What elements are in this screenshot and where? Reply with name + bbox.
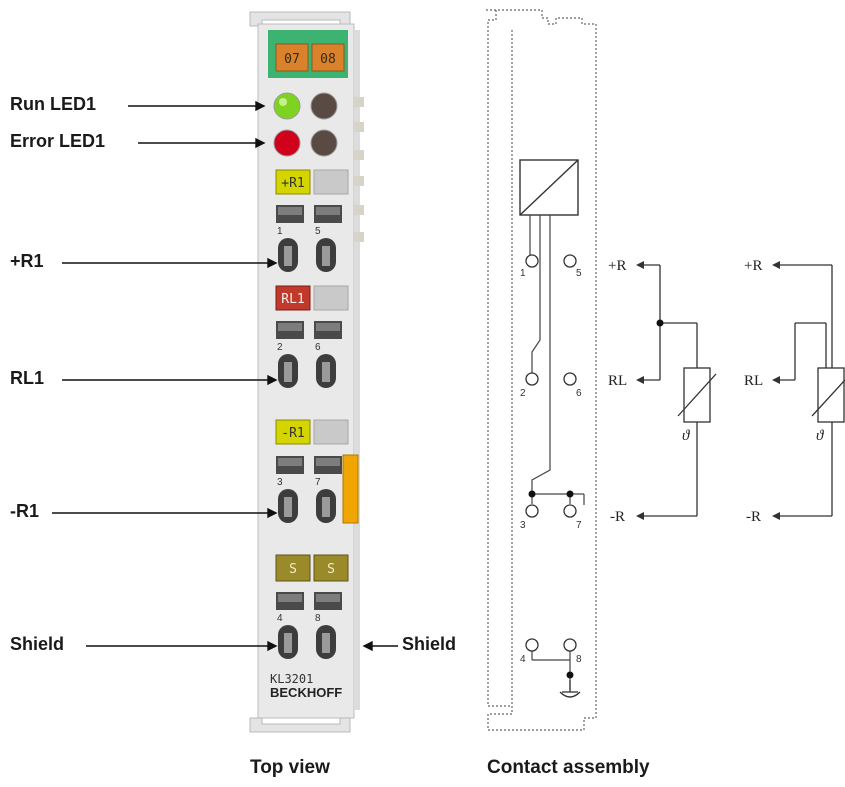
svg-text:3: 3 [277,477,283,488]
side-ribs [354,97,364,242]
svg-text:4: 4 [277,613,283,624]
svg-text:RL: RL [744,373,763,389]
assembly-outline [486,9,597,731]
channel-label-right: 08 [320,52,336,67]
led-dark-2 [310,129,338,157]
ground-icon [559,680,581,698]
contact-pins [525,254,577,652]
svg-text:RL1: RL1 [281,292,304,307]
svg-text:+R1: +R1 [281,176,304,191]
label-rl1: RL1 [10,368,45,388]
svg-text:3: 3 [520,520,526,531]
label-error-led: Error LED1 [10,131,106,151]
svg-text:8: 8 [315,613,321,624]
tag-plus-r1 [275,169,311,195]
svg-text:4: 4 [520,654,526,665]
svg-text:7: 7 [315,477,321,488]
svg-text:2: 2 [520,388,526,399]
label-plus-r1: +R1 [10,251,44,271]
svg-text:8: 8 [576,654,582,665]
svg-text:-R: -R [610,509,625,525]
svg-text:+R: +R [608,258,626,274]
label-run-led: Run LED1 [10,94,97,114]
svg-text:6: 6 [315,342,321,353]
svg-text:-R1: -R1 [281,426,304,441]
brand-logo: BECKHOFF [270,685,342,700]
led-dark-1 [310,92,338,120]
svg-text:-R: -R [746,509,761,525]
svg-text:+R: +R [744,258,762,274]
svg-text:6: 6 [576,388,582,399]
caption-top-view: Top view [250,757,330,778]
svg-text:1: 1 [277,226,283,237]
svg-text:5: 5 [315,226,321,237]
svg-text:1: 1 [520,268,526,279]
channel-label-left: 07 [284,52,300,67]
leader-lines [52,100,398,652]
side-latch [342,454,359,524]
model-label: KL3201 [270,672,313,686]
svg-text:S: S [327,562,335,577]
svg-text:ϑ: ϑ [682,428,691,444]
label-shield-left: Shield [10,634,65,654]
svg-text:S: S [289,562,297,577]
tag-shield-1 [275,554,311,582]
wiring-diagram-b [776,264,845,517]
error-led [273,129,301,157]
label-shield-right: Shield [402,634,457,654]
svg-text:7: 7 [576,520,582,531]
label-minus-r1: -R1 [10,501,40,521]
tag-rl1 [275,285,311,311]
svg-text:2: 2 [277,342,283,353]
svg-text:RL: RL [608,373,627,389]
svg-text:5: 5 [576,268,582,279]
svg-text:ϑ: ϑ [816,428,825,444]
tag-minus-r1 [275,419,311,445]
wiring-diagram-a [640,264,717,517]
bottom-clip [249,717,351,733]
top-clip [249,11,351,27]
tag-shield-2 [313,554,349,582]
caption-contact-assembly: Contact assembly [487,757,650,778]
